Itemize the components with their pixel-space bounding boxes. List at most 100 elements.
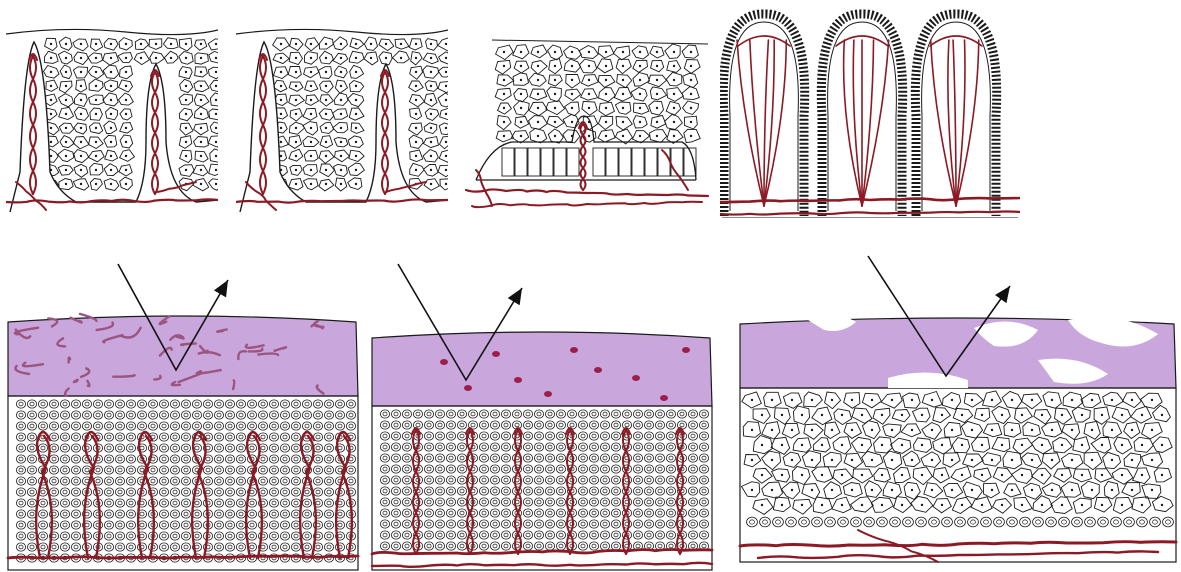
cell-nucleus xyxy=(656,121,658,123)
round-cell xyxy=(225,532,234,540)
cell-nucleus xyxy=(1051,459,1053,461)
round-cell xyxy=(534,465,543,473)
cell-nucleus xyxy=(537,412,541,416)
round-cell xyxy=(446,421,455,429)
cell-nucleus xyxy=(520,65,522,67)
cell-nucleus xyxy=(316,534,320,538)
round-cell xyxy=(838,517,849,527)
villus-capillary xyxy=(853,40,862,206)
round-cell xyxy=(170,411,179,419)
cell-nucleus xyxy=(680,412,684,416)
cell-nucleus xyxy=(647,412,651,416)
squamous-cell xyxy=(1062,424,1080,440)
epithelial-cell xyxy=(497,75,514,86)
round-cell xyxy=(501,432,510,440)
cell-nucleus xyxy=(280,57,282,59)
round-cell xyxy=(666,531,675,539)
cell-nucleus xyxy=(325,183,327,185)
round-cell xyxy=(545,465,554,473)
round-cell xyxy=(38,510,47,518)
cell-nucleus xyxy=(891,429,893,431)
cell-nucleus xyxy=(63,545,67,549)
round-cell xyxy=(578,476,587,484)
cell-nucleus xyxy=(239,490,243,494)
round-cell xyxy=(324,422,333,430)
round-cell xyxy=(534,498,543,506)
cell-nucleus xyxy=(41,446,45,450)
round-cell xyxy=(655,487,664,495)
cell-nucleus xyxy=(217,413,221,417)
round-cell xyxy=(16,521,25,529)
cell-nucleus xyxy=(647,478,651,482)
cell-nucleus xyxy=(691,478,695,482)
round-cell xyxy=(699,487,708,495)
cell-nucleus xyxy=(669,489,673,493)
cell-nucleus xyxy=(921,414,923,416)
cell-nucleus xyxy=(893,520,898,524)
cell-nucleus xyxy=(881,444,883,446)
cell-nucleus xyxy=(52,402,56,406)
round-cell xyxy=(225,466,234,474)
cell-nucleus xyxy=(261,413,265,417)
cell-nucleus xyxy=(110,183,112,185)
round-cell xyxy=(38,543,47,551)
cell-nucleus xyxy=(691,445,695,449)
round-cell xyxy=(214,455,223,463)
cell-nucleus xyxy=(184,457,188,461)
cell-nucleus xyxy=(658,423,662,427)
round-cell xyxy=(104,488,113,496)
cell-nucleus xyxy=(614,456,618,460)
cell-nucleus xyxy=(592,544,596,548)
cell-nucleus xyxy=(80,99,82,101)
round-cell xyxy=(115,444,124,452)
cell-nucleus xyxy=(80,57,82,59)
cell-nucleus xyxy=(537,522,541,526)
round-cell xyxy=(27,433,36,441)
round-cell xyxy=(523,410,532,418)
round-cell xyxy=(490,531,499,539)
cell-nucleus xyxy=(85,413,89,417)
round-cell xyxy=(27,411,36,419)
cell-nucleus xyxy=(185,71,187,73)
cell-nucleus xyxy=(669,533,673,537)
cell-nucleus xyxy=(614,522,618,526)
cell-nucleus xyxy=(129,545,133,549)
round-cell xyxy=(424,487,433,495)
cell-nucleus xyxy=(325,155,327,157)
round-cell xyxy=(214,499,223,507)
panel-top-2-deep-papillae xyxy=(236,22,448,212)
round-cell xyxy=(556,520,565,528)
cell-nucleus xyxy=(162,468,166,472)
cell-nucleus xyxy=(647,500,651,504)
epithelial-cell xyxy=(351,123,364,133)
cell-nucleus xyxy=(50,113,52,115)
cell-nucleus xyxy=(394,467,398,471)
round-cell xyxy=(38,422,47,430)
round-cell xyxy=(214,488,223,496)
cell-nucleus xyxy=(438,511,442,515)
cell-nucleus xyxy=(639,79,641,81)
round-cell xyxy=(280,521,289,529)
cell-nucleus xyxy=(1001,474,1003,476)
round-cell xyxy=(104,433,113,441)
round-cell xyxy=(446,454,455,462)
cell-nucleus xyxy=(206,457,210,461)
round-cell xyxy=(490,498,499,506)
round-cell xyxy=(236,422,245,430)
round-cell xyxy=(170,477,179,485)
cell-nucleus xyxy=(427,478,431,482)
cell-nucleus xyxy=(305,446,309,450)
cell-nucleus xyxy=(622,51,624,53)
round-cell xyxy=(159,411,168,419)
round-cell xyxy=(324,466,333,474)
cell-nucleus xyxy=(355,169,357,171)
epithelial-cell xyxy=(665,44,680,58)
cell-nucleus xyxy=(107,468,111,472)
cell-nucleus xyxy=(537,456,541,460)
cell-nucleus xyxy=(228,402,232,406)
round-cell xyxy=(71,543,80,551)
cell-nucleus xyxy=(430,127,432,129)
cell-nucleus xyxy=(504,489,508,493)
round-cell xyxy=(545,432,554,440)
cell-nucleus xyxy=(981,504,983,506)
